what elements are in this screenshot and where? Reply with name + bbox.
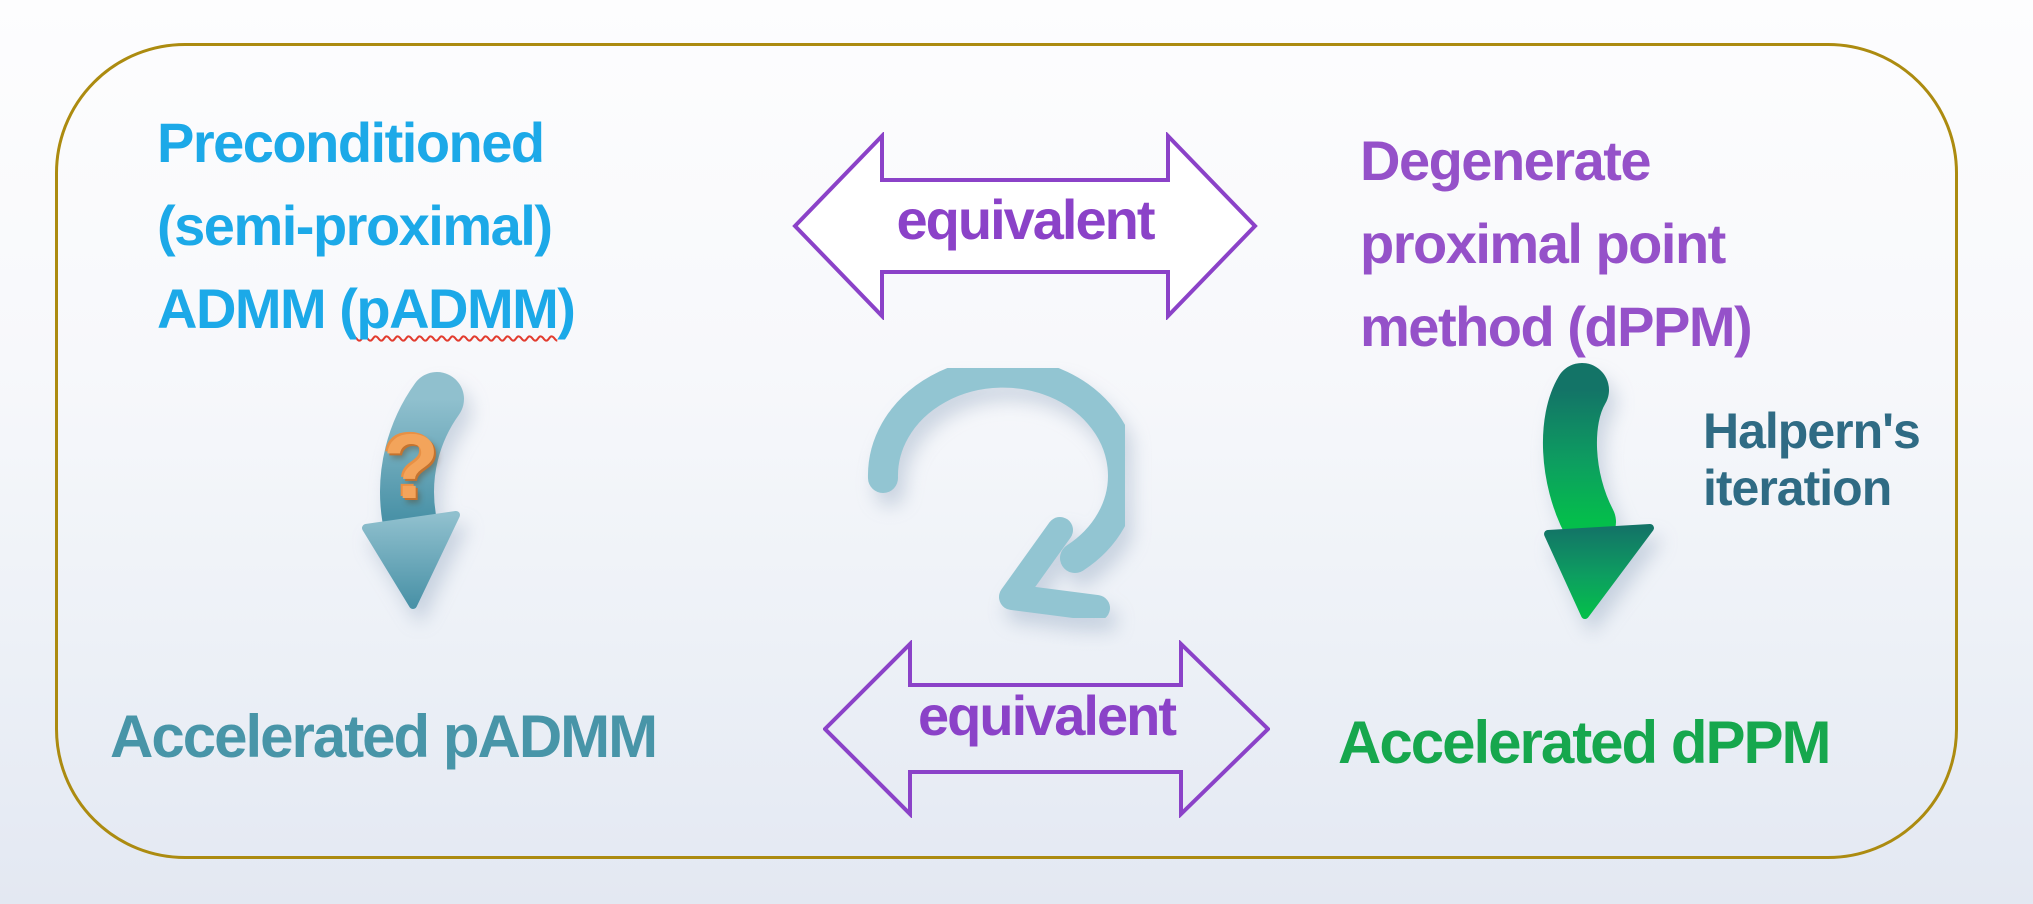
padmm-title-line3: ADMM (pADMM): [157, 267, 576, 350]
cycle-arrowhead: [999, 517, 1110, 618]
dppm-title: Degenerate proximal point method (dPPM): [1360, 119, 1753, 368]
dppm-title-line3: method (dPPM): [1360, 295, 1753, 358]
arrow-body: [1542, 363, 1616, 549]
padmm-spellcheck-word: pADMM: [356, 277, 558, 340]
dppm-title-line1: Degenerate: [1360, 129, 1652, 192]
cycle-arc: [867, 368, 1125, 573]
equivalent-label-top: equivalent: [896, 188, 1156, 251]
arrow-body: [380, 372, 464, 544]
halpern-curved-arrow-icon: [1542, 363, 1654, 619]
arrowhead: [1544, 524, 1654, 619]
halpern-iteration-label: Halpern's iteration: [1703, 403, 1921, 517]
padmm-title-line2: (semi-proximal): [157, 194, 553, 257]
question-curved-arrow-icon: [362, 372, 464, 609]
padmm-title-line1: Preconditioned: [157, 111, 545, 174]
padmm-line3-prefix: ADMM (: [157, 277, 358, 340]
padmm-line3-suffix: ): [557, 277, 576, 340]
arrowhead: [362, 511, 460, 609]
cycle-arrow-icon: [867, 368, 1125, 618]
equivalent-double-arrow-top-icon: [792, 132, 1258, 320]
equivalent-double-arrow-bottom-icon: [823, 640, 1270, 818]
halpern-label-line2: iteration: [1703, 460, 1892, 516]
dppm-title-line2: proximal point: [1360, 212, 1726, 275]
halpern-label-line1: Halpern's: [1703, 403, 1921, 459]
rounded-border: [55, 43, 1958, 859]
question-mark: ?: [383, 416, 440, 518]
accelerated-dppm-label: Accelerated dPPM: [1338, 709, 1832, 776]
accelerated-padmm-label: Accelerated pADMM: [110, 703, 658, 770]
double-arrow-outline: [792, 132, 1258, 320]
double-arrow-outline: [823, 640, 1270, 818]
equivalent-label-bottom: equivalent: [918, 684, 1177, 747]
padmm-title: Preconditioned (semi-proximal) ADMM (pAD…: [157, 101, 576, 350]
